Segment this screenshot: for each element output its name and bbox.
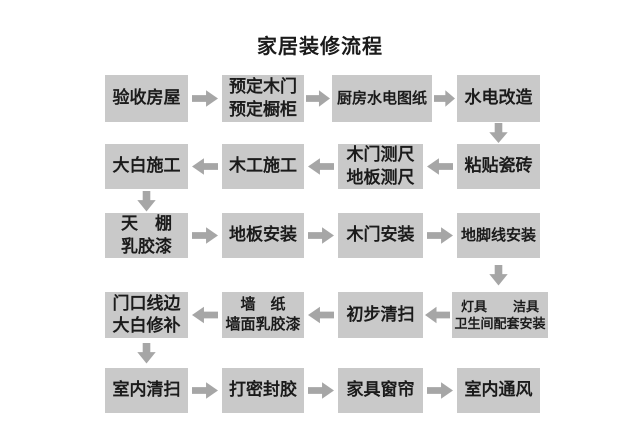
flow-step-label: 预定橱柜 (229, 99, 297, 119)
arrow-down-icon (489, 123, 508, 143)
flow-step: 地板安装 (222, 213, 304, 258)
flow-step-label: 室内清扫 (112, 380, 181, 400)
arrow-down-icon (137, 190, 156, 212)
flow-step: 天 棚乳胶漆 (105, 213, 188, 258)
arrow-right-icon (192, 90, 218, 107)
flow-step-label: 木工施工 (229, 156, 297, 176)
flow-step-label: 地脚线安装 (460, 226, 536, 244)
flow-step-label: 天 棚 (121, 214, 172, 234)
flow-step-label: 水电改造 (464, 88, 533, 108)
flow-step-label: 预定木门 (229, 77, 297, 97)
arrow-right-icon (308, 382, 334, 399)
flow-step: 墙 纸墙面乳胶漆 (222, 292, 304, 338)
flow-step: 室内通风 (457, 368, 540, 413)
flow-step-label: 大白修补 (112, 316, 181, 335)
flow-step-label: 墙 纸 (240, 296, 286, 314)
arrow-left-icon (427, 158, 453, 175)
flow-step-label: 室内通风 (464, 380, 533, 400)
flow-step-label: 地板安装 (229, 225, 297, 245)
flow-step-label: 粘贴瓷砖 (464, 156, 533, 176)
flow-step: 预定木门预定橱柜 (222, 75, 304, 122)
flow-step: 初步清扫 (338, 292, 423, 338)
arrow-right-icon (192, 227, 218, 244)
flow-step-label: 墙面乳胶漆 (225, 316, 301, 333)
flow-step-label: 家具窗帘 (346, 380, 415, 400)
arrow-right-icon (192, 382, 218, 399)
flow-step-label: 门口线边 (112, 293, 181, 313)
arrow-left-icon (192, 306, 218, 324)
flow-step: 灯具 洁具卫生间配套安装 (452, 292, 548, 338)
flow-step: 门口线边大白修补 (105, 292, 188, 338)
arrow-left-icon (192, 158, 218, 175)
flow-step: 大白施工 (105, 144, 188, 189)
flow-step: 验收房屋 (105, 75, 188, 122)
arrow-right-icon (427, 227, 453, 244)
flow-step: 室内清扫 (105, 368, 188, 413)
flow-step: 粘贴瓷砖 (457, 144, 540, 189)
flow-step-label: 厨房水电图纸 (336, 89, 427, 107)
arrow-right-icon (427, 382, 453, 399)
arrow-left-icon (425, 306, 450, 324)
flow-step: 地脚线安装 (457, 213, 540, 258)
flow-step: 家具窗帘 (338, 368, 423, 413)
arrow-left-icon (308, 158, 334, 175)
flow-step: 木门安装 (338, 213, 423, 258)
flow-step: 木工施工 (222, 144, 304, 189)
flow-step-label: 地板测尺 (346, 167, 415, 187)
flow-step: 打密封胶 (222, 368, 304, 413)
arrow-down-icon (137, 342, 156, 364)
flow-step: 水电改造 (457, 75, 540, 122)
flow-step-label: 木门安装 (346, 225, 415, 245)
flow-step: 厨房水电图纸 (332, 75, 432, 122)
flow-step-label: 乳胶漆 (121, 236, 172, 256)
flow-step-label: 初步清扫 (346, 304, 415, 324)
arrow-left-icon (308, 306, 334, 324)
flow-step: 木门测尺地板测尺 (338, 144, 423, 189)
diagram-title: 家居装修流程 (257, 36, 383, 58)
flow-step-label: 大白施工 (112, 156, 181, 176)
arrow-down-icon (489, 264, 508, 286)
arrow-right-icon (434, 90, 455, 107)
arrow-right-icon (306, 90, 330, 107)
flow-step-label: 验收房屋 (112, 88, 181, 108)
flow-step-label: 灯具 洁具 (460, 298, 539, 314)
flow-step-label: 打密封胶 (229, 380, 297, 400)
flow-step-label: 卫生间配套安装 (454, 316, 546, 331)
arrow-right-icon (308, 227, 334, 244)
flow-step-label: 木门测尺 (346, 145, 415, 165)
